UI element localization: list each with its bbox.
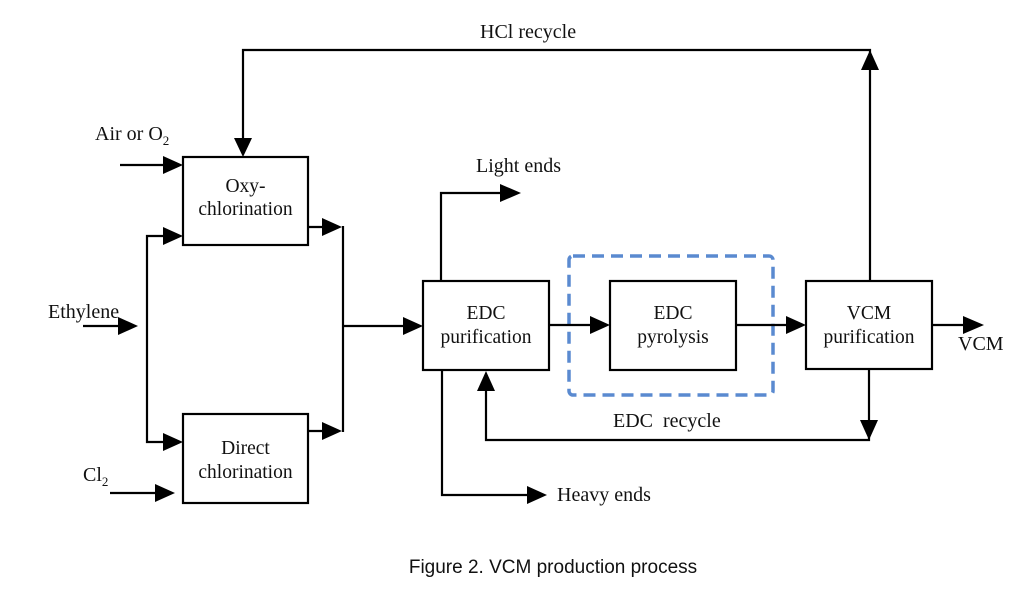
chlorine-feed-arrowhead xyxy=(155,484,175,502)
heavy-ends-line xyxy=(440,370,530,497)
edc-purification-unit xyxy=(421,279,551,372)
air-label: Air or O2 xyxy=(95,123,169,148)
ethylene-feed-arrowhead xyxy=(118,317,138,335)
pyrolysis-to-vcm-arrowhead xyxy=(786,316,806,334)
edc-pyrolysis-label-2: pyrolysis xyxy=(637,327,709,348)
hcl-recycle-up-arrowhead xyxy=(861,50,879,70)
hcl-recycle-line xyxy=(241,48,872,281)
hcl-recycle-down-arrowhead xyxy=(234,138,252,157)
ethylene-label: Ethylene xyxy=(48,301,119,323)
ethylene-to-direct-arrowhead xyxy=(163,433,183,451)
oxychlorination-label-1: Oxy- xyxy=(225,176,265,197)
vcm-purification-unit xyxy=(804,279,934,371)
ethylene-split-bus xyxy=(145,234,166,444)
hcl-recycle-label: HCl recycle xyxy=(480,21,576,43)
edc-recycle-up-arrowhead xyxy=(477,371,495,391)
edc-purification-label-2: purification xyxy=(441,327,532,348)
oxychlorination-label-2: chlorination xyxy=(198,199,292,220)
edc-to-pyrolysis-arrowhead xyxy=(590,316,610,334)
oxy-output-arrowhead xyxy=(322,218,342,236)
heavy-ends-label: Heavy ends xyxy=(557,484,651,506)
vcm-product-arrowhead xyxy=(963,316,984,334)
figure-caption: Figure 2. VCM production process xyxy=(409,557,697,578)
vcm-purification-label-2: purification xyxy=(824,327,915,348)
edc-recycle-down-arrowhead xyxy=(860,420,878,440)
direct-chlorination-label-1: Direct xyxy=(221,438,270,459)
air-feed-arrowhead xyxy=(163,156,183,174)
merge-to-edc-purification-arrowhead xyxy=(403,317,423,335)
direct-chlorination-label-2: chlorination xyxy=(198,462,292,483)
oxychlorination-unit xyxy=(181,155,310,247)
light-ends-line xyxy=(439,191,503,281)
chlorine-label: Cl2 xyxy=(83,464,108,489)
edc-recycle-label: EDC recycle xyxy=(613,410,721,432)
vcm-purification-label-1: VCM xyxy=(847,303,891,324)
light-ends-label: Light ends xyxy=(476,155,561,177)
vcm-product-label: VCM xyxy=(958,333,1004,355)
direct-output-arrowhead xyxy=(322,422,342,440)
light-ends-arrowhead xyxy=(500,184,521,202)
edc-purification-label-1: EDC xyxy=(467,303,506,324)
direct-chlorination-unit xyxy=(181,412,310,505)
edc-pyrolysis-unit xyxy=(608,279,738,372)
edc-pyrolysis-label-1: EDC xyxy=(654,303,693,324)
heavy-ends-arrowhead xyxy=(527,486,547,504)
ethylene-to-oxy-arrowhead xyxy=(163,227,183,245)
edc-recycle-line xyxy=(484,369,871,442)
